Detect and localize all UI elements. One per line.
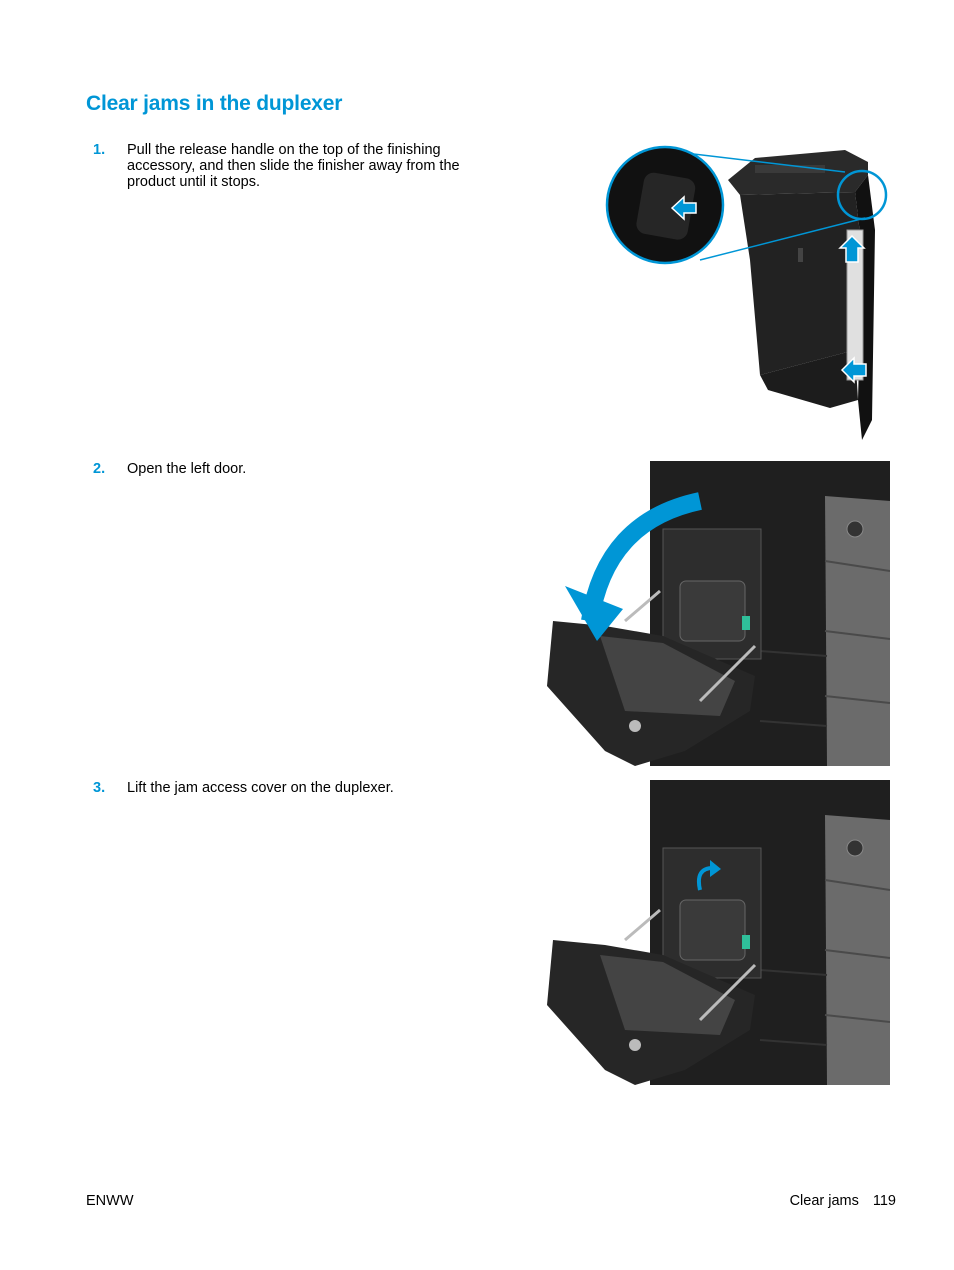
lift-jam-cover-illustration bbox=[547, 780, 890, 1085]
printer-body bbox=[650, 780, 890, 1085]
curved-up-arrow-icon bbox=[696, 860, 721, 891]
step-text: Open the left door. bbox=[127, 461, 247, 477]
step-text: Lift the jam access cover on the duplexe… bbox=[127, 780, 394, 796]
page-number: 119 bbox=[872, 1193, 896, 1209]
open-left-door-illustration bbox=[547, 461, 890, 766]
finisher-body bbox=[728, 150, 875, 440]
step-2: 2. Open the left door. bbox=[93, 461, 473, 477]
step-3: 3. Lift the jam access cover on the dupl… bbox=[93, 780, 473, 796]
finisher-release-illustration bbox=[605, 145, 888, 440]
step-number: 1. bbox=[93, 142, 106, 158]
curved-arrow-icon bbox=[565, 492, 702, 641]
left-door bbox=[547, 589, 757, 766]
footer-left: ENWW bbox=[86, 1193, 134, 1209]
arrow-left-icon bbox=[840, 356, 867, 384]
left-door bbox=[547, 908, 757, 1085]
step-1: 1. Pull the release handle on the top of… bbox=[93, 142, 473, 190]
arrow-left-icon bbox=[670, 195, 697, 221]
footer-section: Clear jams bbox=[789, 1193, 859, 1209]
step-number: 2. bbox=[93, 461, 106, 477]
step-text: Pull the release handle on the top of th… bbox=[127, 142, 460, 190]
arrow-up-icon bbox=[838, 234, 866, 263]
page-title: Clear jams in the duplexer bbox=[86, 92, 343, 115]
zoom-callout bbox=[605, 145, 888, 265]
step-number: 3. bbox=[93, 780, 106, 796]
footer-right: Clear jams 119 bbox=[790, 1193, 896, 1209]
